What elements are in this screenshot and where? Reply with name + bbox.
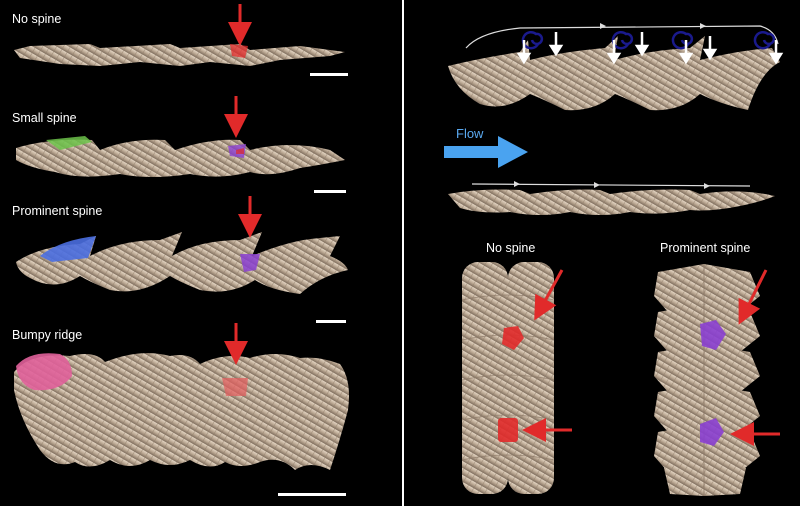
red-arrow-icon <box>738 269 768 325</box>
vortex-icon <box>521 31 776 50</box>
label-bottom-no-spine: No spine <box>486 241 536 255</box>
denticle-row-spiny-flow <box>448 36 780 111</box>
down-arrow-icon <box>516 32 784 65</box>
scale-bar <box>314 190 346 193</box>
top-view-no-spine <box>461 262 555 494</box>
denticle-row-bumpy-ridge <box>14 353 349 470</box>
scale-bar <box>278 493 346 496</box>
streamline <box>465 25 779 49</box>
label-small-spine: Small spine <box>12 111 77 125</box>
label-bottom-prominent-spine: Prominent spine <box>660 241 751 255</box>
scale-bar <box>310 73 348 76</box>
label-no-spine: No spine <box>12 12 62 26</box>
green-spine <box>46 136 92 150</box>
top-view-prominent-spine <box>654 264 760 496</box>
denticle-row-small-spine <box>16 136 345 177</box>
red-arrow-icon <box>534 269 564 321</box>
purple-marker <box>700 320 726 350</box>
red-marker <box>502 326 524 350</box>
label-bumpy-ridge: Bumpy ridge <box>12 328 83 342</box>
red-marker <box>230 44 248 58</box>
red-marker <box>222 378 248 396</box>
denticle-row-flat-flow <box>448 189 775 215</box>
red-marker <box>498 418 518 442</box>
pink-ridge <box>16 353 72 391</box>
denticle-row-prominent-spine <box>16 232 348 294</box>
label-flow: Flow <box>456 126 484 141</box>
flow-arrow-icon <box>444 136 528 168</box>
purple-marker <box>700 418 724 446</box>
scale-bar <box>316 320 346 323</box>
blue-spine <box>40 236 96 262</box>
purple-marker <box>240 254 260 272</box>
label-prominent-spine: Prominent spine <box>12 204 103 218</box>
denticle-row-no-spine <box>14 44 345 66</box>
